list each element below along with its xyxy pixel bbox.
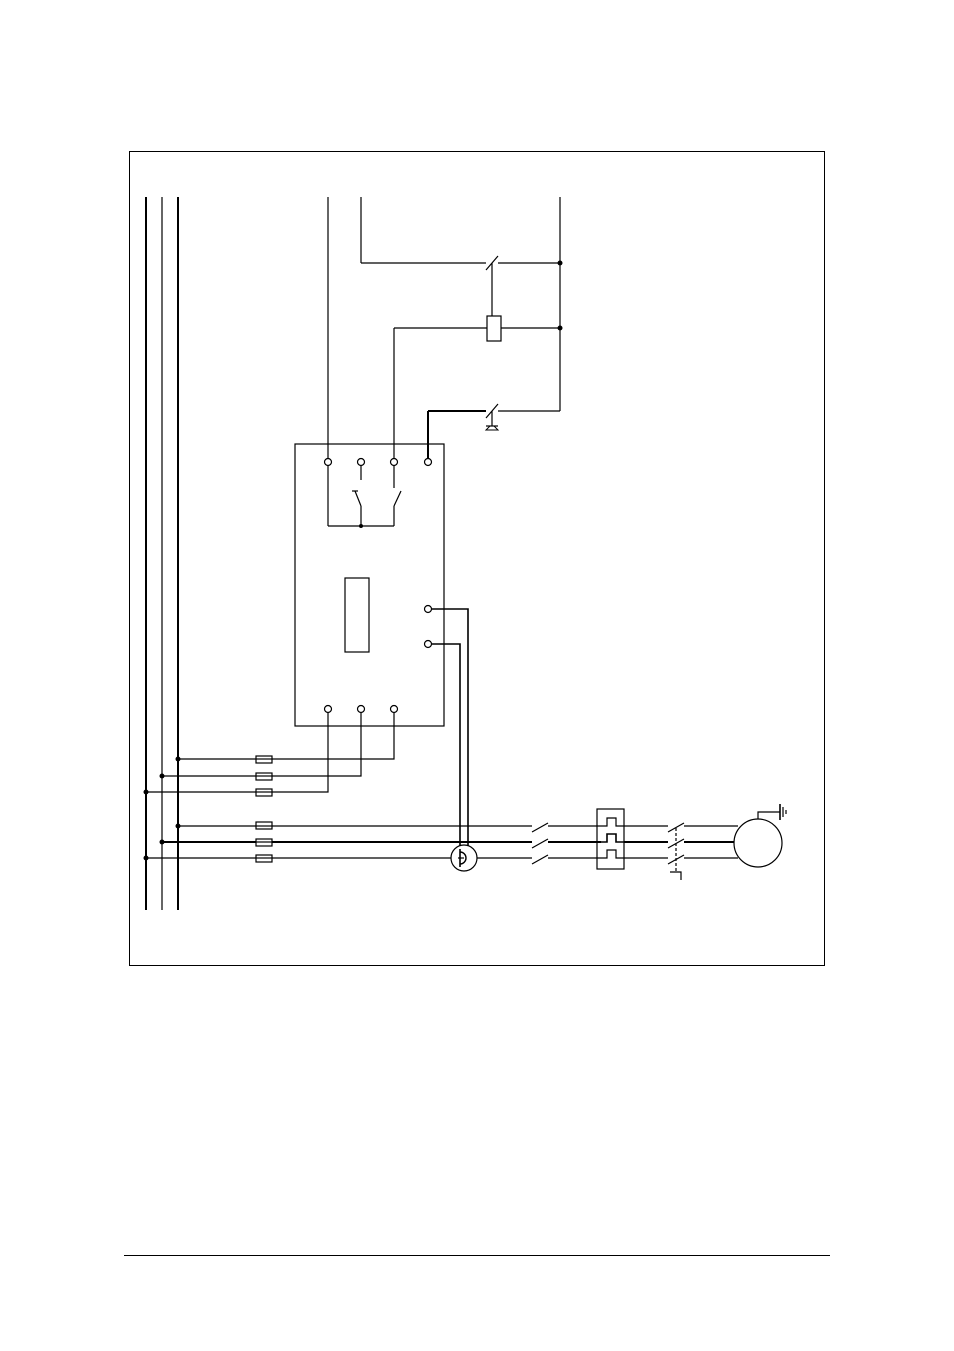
ct-leads bbox=[432, 609, 468, 857]
soft-starter-unit bbox=[295, 444, 444, 726]
busbars bbox=[146, 197, 178, 910]
control-lines bbox=[328, 197, 560, 458]
controller-top-terminals bbox=[325, 459, 432, 466]
bypass-contactor bbox=[668, 823, 738, 880]
controller-display bbox=[345, 578, 369, 652]
relay-coil bbox=[487, 316, 501, 341]
control-fuses bbox=[256, 756, 272, 796]
main-fuses bbox=[256, 822, 272, 862]
main-contactor bbox=[532, 823, 601, 864]
current-transformer bbox=[451, 845, 477, 871]
motor bbox=[734, 819, 782, 867]
earth-symbol bbox=[758, 804, 786, 820]
nc-contact bbox=[486, 256, 498, 316]
thermal-overload bbox=[597, 809, 668, 869]
push-button-contact bbox=[486, 404, 498, 430]
footer-rule bbox=[124, 1255, 830, 1256]
